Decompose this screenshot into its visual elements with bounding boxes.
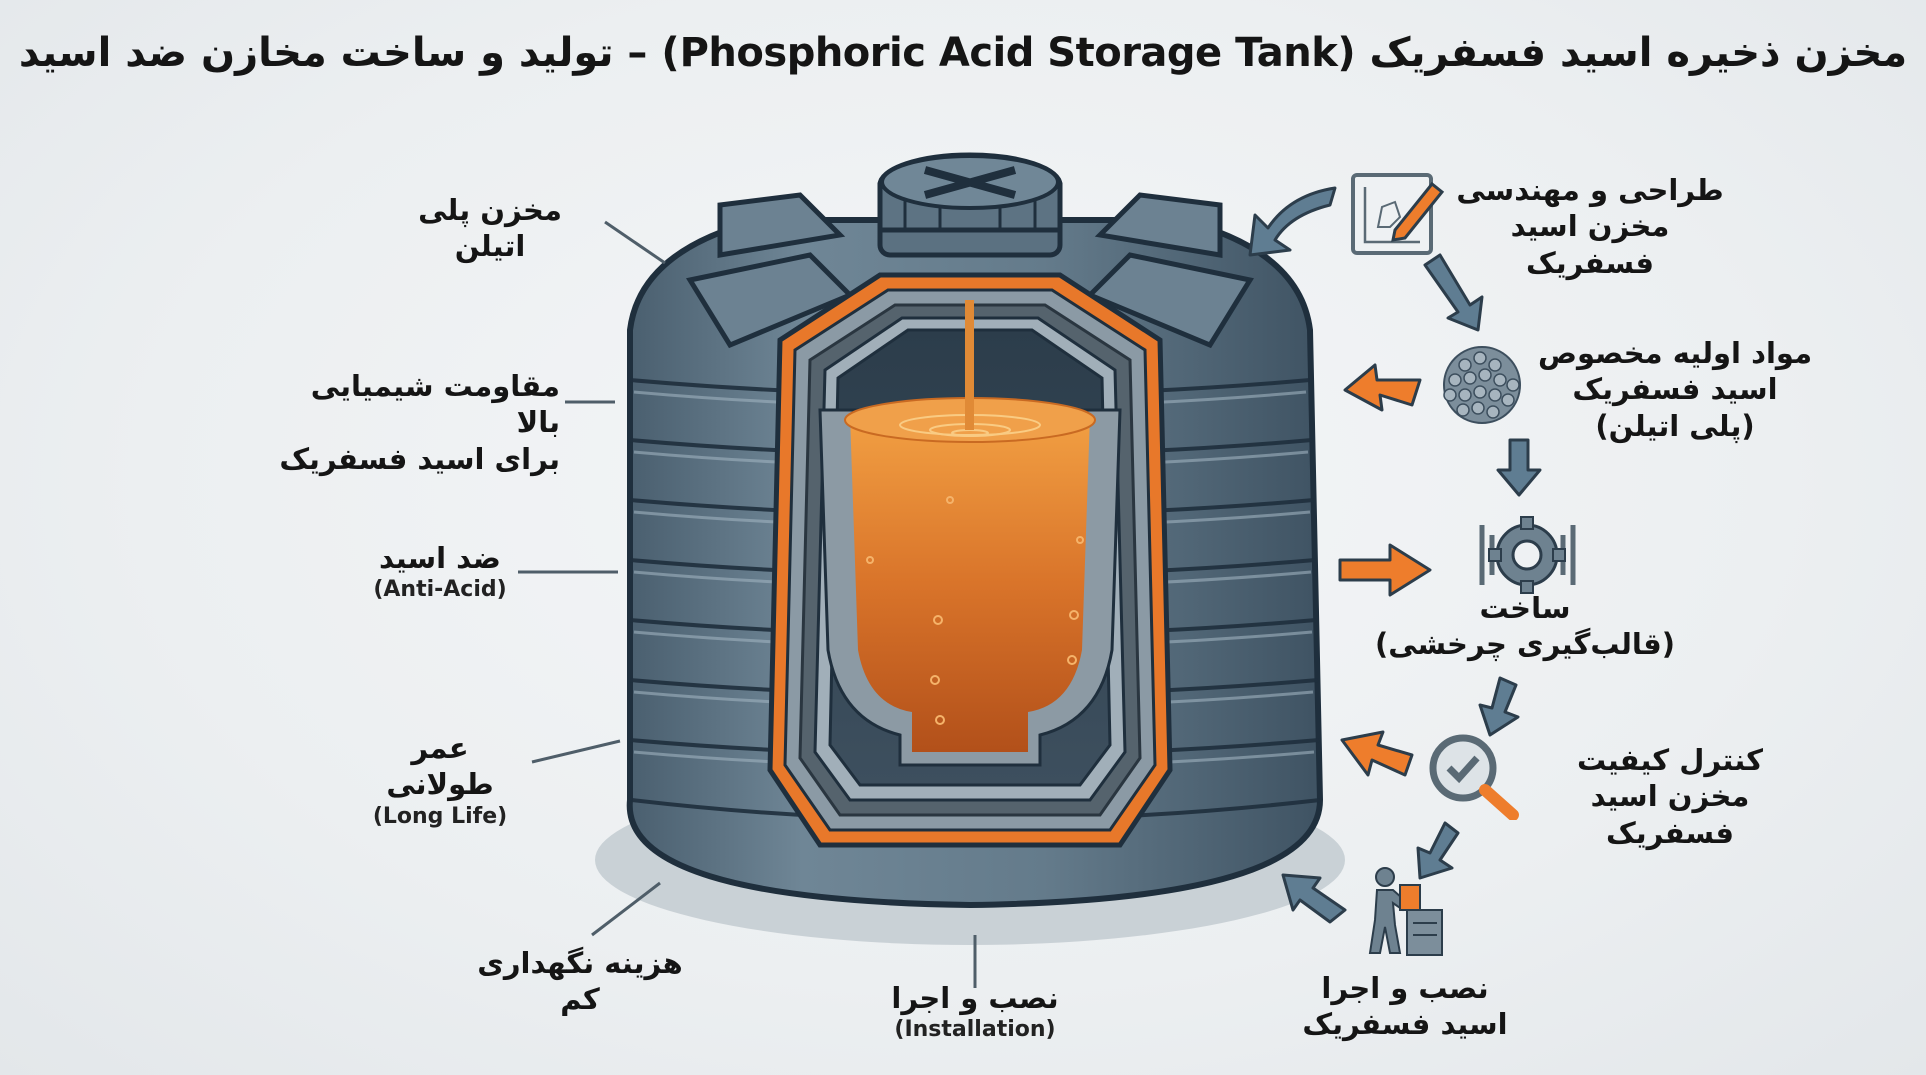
worker-installation-icon bbox=[1368, 867, 1443, 956]
label-long-life: عمر طولانی (Long Life) bbox=[372, 731, 508, 829]
process-step-installation: نصب و اجرا اسید فسفریک bbox=[1302, 971, 1508, 1042]
process-arrows bbox=[1248, 186, 1542, 924]
rotational-molding-gear-icon bbox=[1479, 516, 1576, 594]
tank-lid bbox=[877, 152, 1063, 258]
acid-pour-stream bbox=[965, 300, 974, 430]
label-polyethylene-tank: مخزن پلی اتیلن bbox=[418, 193, 562, 264]
process-step-design: طراحی و مهندسی مخزن اسید فسفریک bbox=[1456, 173, 1724, 280]
polyethylene-granules-icon bbox=[1443, 346, 1521, 424]
process-step-quality-control: کنترل کیفیت مخزن اسید فسفریک bbox=[1577, 743, 1763, 850]
label-anti-acid: ضد اسید (Anti-Acid) bbox=[373, 541, 507, 603]
quality-magnifier-check-icon bbox=[1429, 734, 1519, 820]
leader-lines bbox=[518, 220, 977, 988]
process-step-manufacturing: ساخت (قالب‌گیری چرخشی) bbox=[1374, 591, 1676, 662]
label-chemical-resistance: مقاومت شیمیایی بالا برای اسید فسفریک bbox=[279, 369, 560, 476]
process-step-raw-materials: مواد اولیه مخصوص اسید فسفریک (پلی اتیلن) bbox=[1537, 336, 1813, 443]
label-low-maintenance: هزینه نگهداری کم bbox=[477, 946, 683, 1017]
acid-liquid bbox=[850, 415, 1090, 752]
page-title: مخزن ذخیره اسید فسفریک (Phosphoric Acid … bbox=[18, 30, 1908, 76]
tank-top-lugs bbox=[686, 192, 1254, 349]
label-installation: نصب و اجرا (Installation) bbox=[891, 981, 1059, 1043]
design-pencil-icon bbox=[1351, 173, 1445, 255]
